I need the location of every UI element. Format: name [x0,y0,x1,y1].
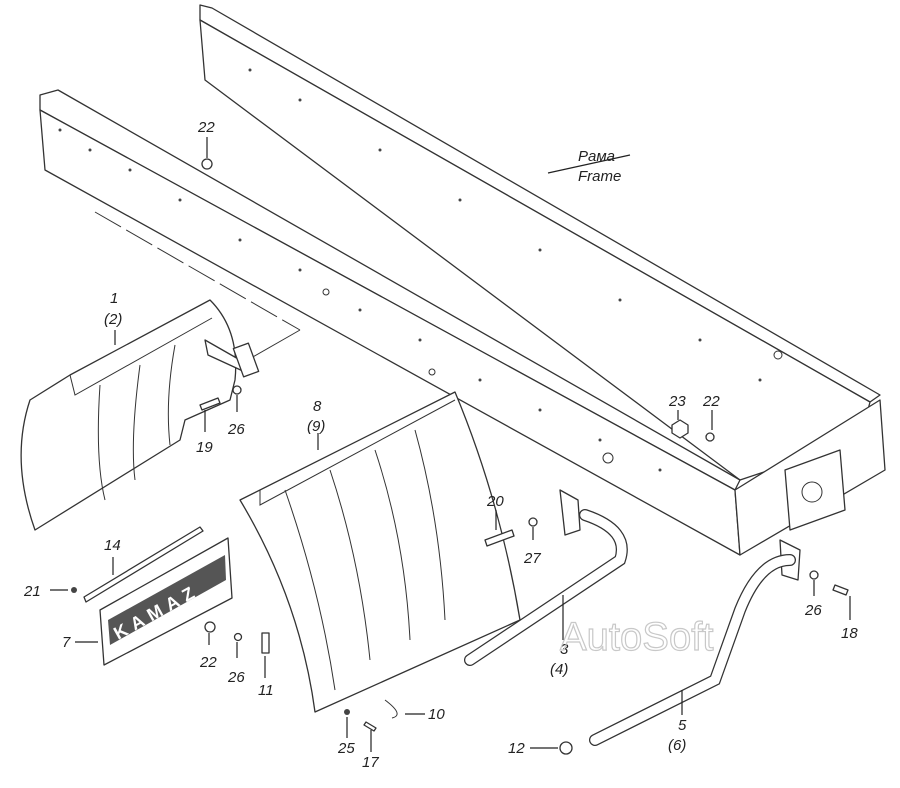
callout-6: (6) [668,737,686,754]
crossmember-bracket [784,449,846,531]
rear-rail-top [199,4,881,403]
callout-14: 14 [104,537,121,554]
leader-lines [50,137,851,752]
watermark: AutoSoft [560,615,713,659]
callout-1: 1 [110,290,118,307]
callout-22: 22 [199,654,217,671]
callout-26: 26 [227,421,245,438]
callout-26: 26 [227,669,245,686]
callout-22: 22 [197,119,215,136]
kamaz-plate: KAMAZ [99,537,233,666]
callout-5: 5 [678,717,687,734]
callout-8: 8 [313,398,322,415]
callout-22: 22 [702,393,720,410]
callout-10: 10 [428,706,445,723]
callout-2: (2) [104,311,122,328]
bracket-pipe-5 [589,539,801,746]
callout-25: 25 [337,740,355,757]
callout-9: (9) [307,418,325,435]
frame-label-en: Frame [578,168,621,185]
strip-14 [83,526,204,603]
mudguard-large [239,391,521,713]
frame [39,4,886,556]
callout-19: 19 [196,439,213,456]
callout-11: 11 [258,682,274,699]
front-rail-top [39,89,741,491]
callout-20: 20 [486,493,504,510]
callout-18: 18 [841,625,858,642]
callout-23: 23 [668,393,686,410]
frame-holes [58,68,762,472]
frame-label-ru: Рама [578,148,615,165]
callout-7: 7 [62,634,71,651]
bracket-pipe-3 [464,489,628,666]
callout-26: 26 [804,602,822,619]
callouts: 22 Рама Frame 1 (2) 19 26 8 (9) 23 22 20… [23,119,858,771]
callout-21: 21 [23,583,41,600]
mudguard-small [20,299,260,531]
callout-12: 12 [508,740,525,757]
callout-3: 3 [560,641,569,658]
callout-17: 17 [362,754,379,771]
callout-4: (4) [550,661,568,678]
callout-27: 27 [523,550,541,567]
hardware [71,158,849,755]
